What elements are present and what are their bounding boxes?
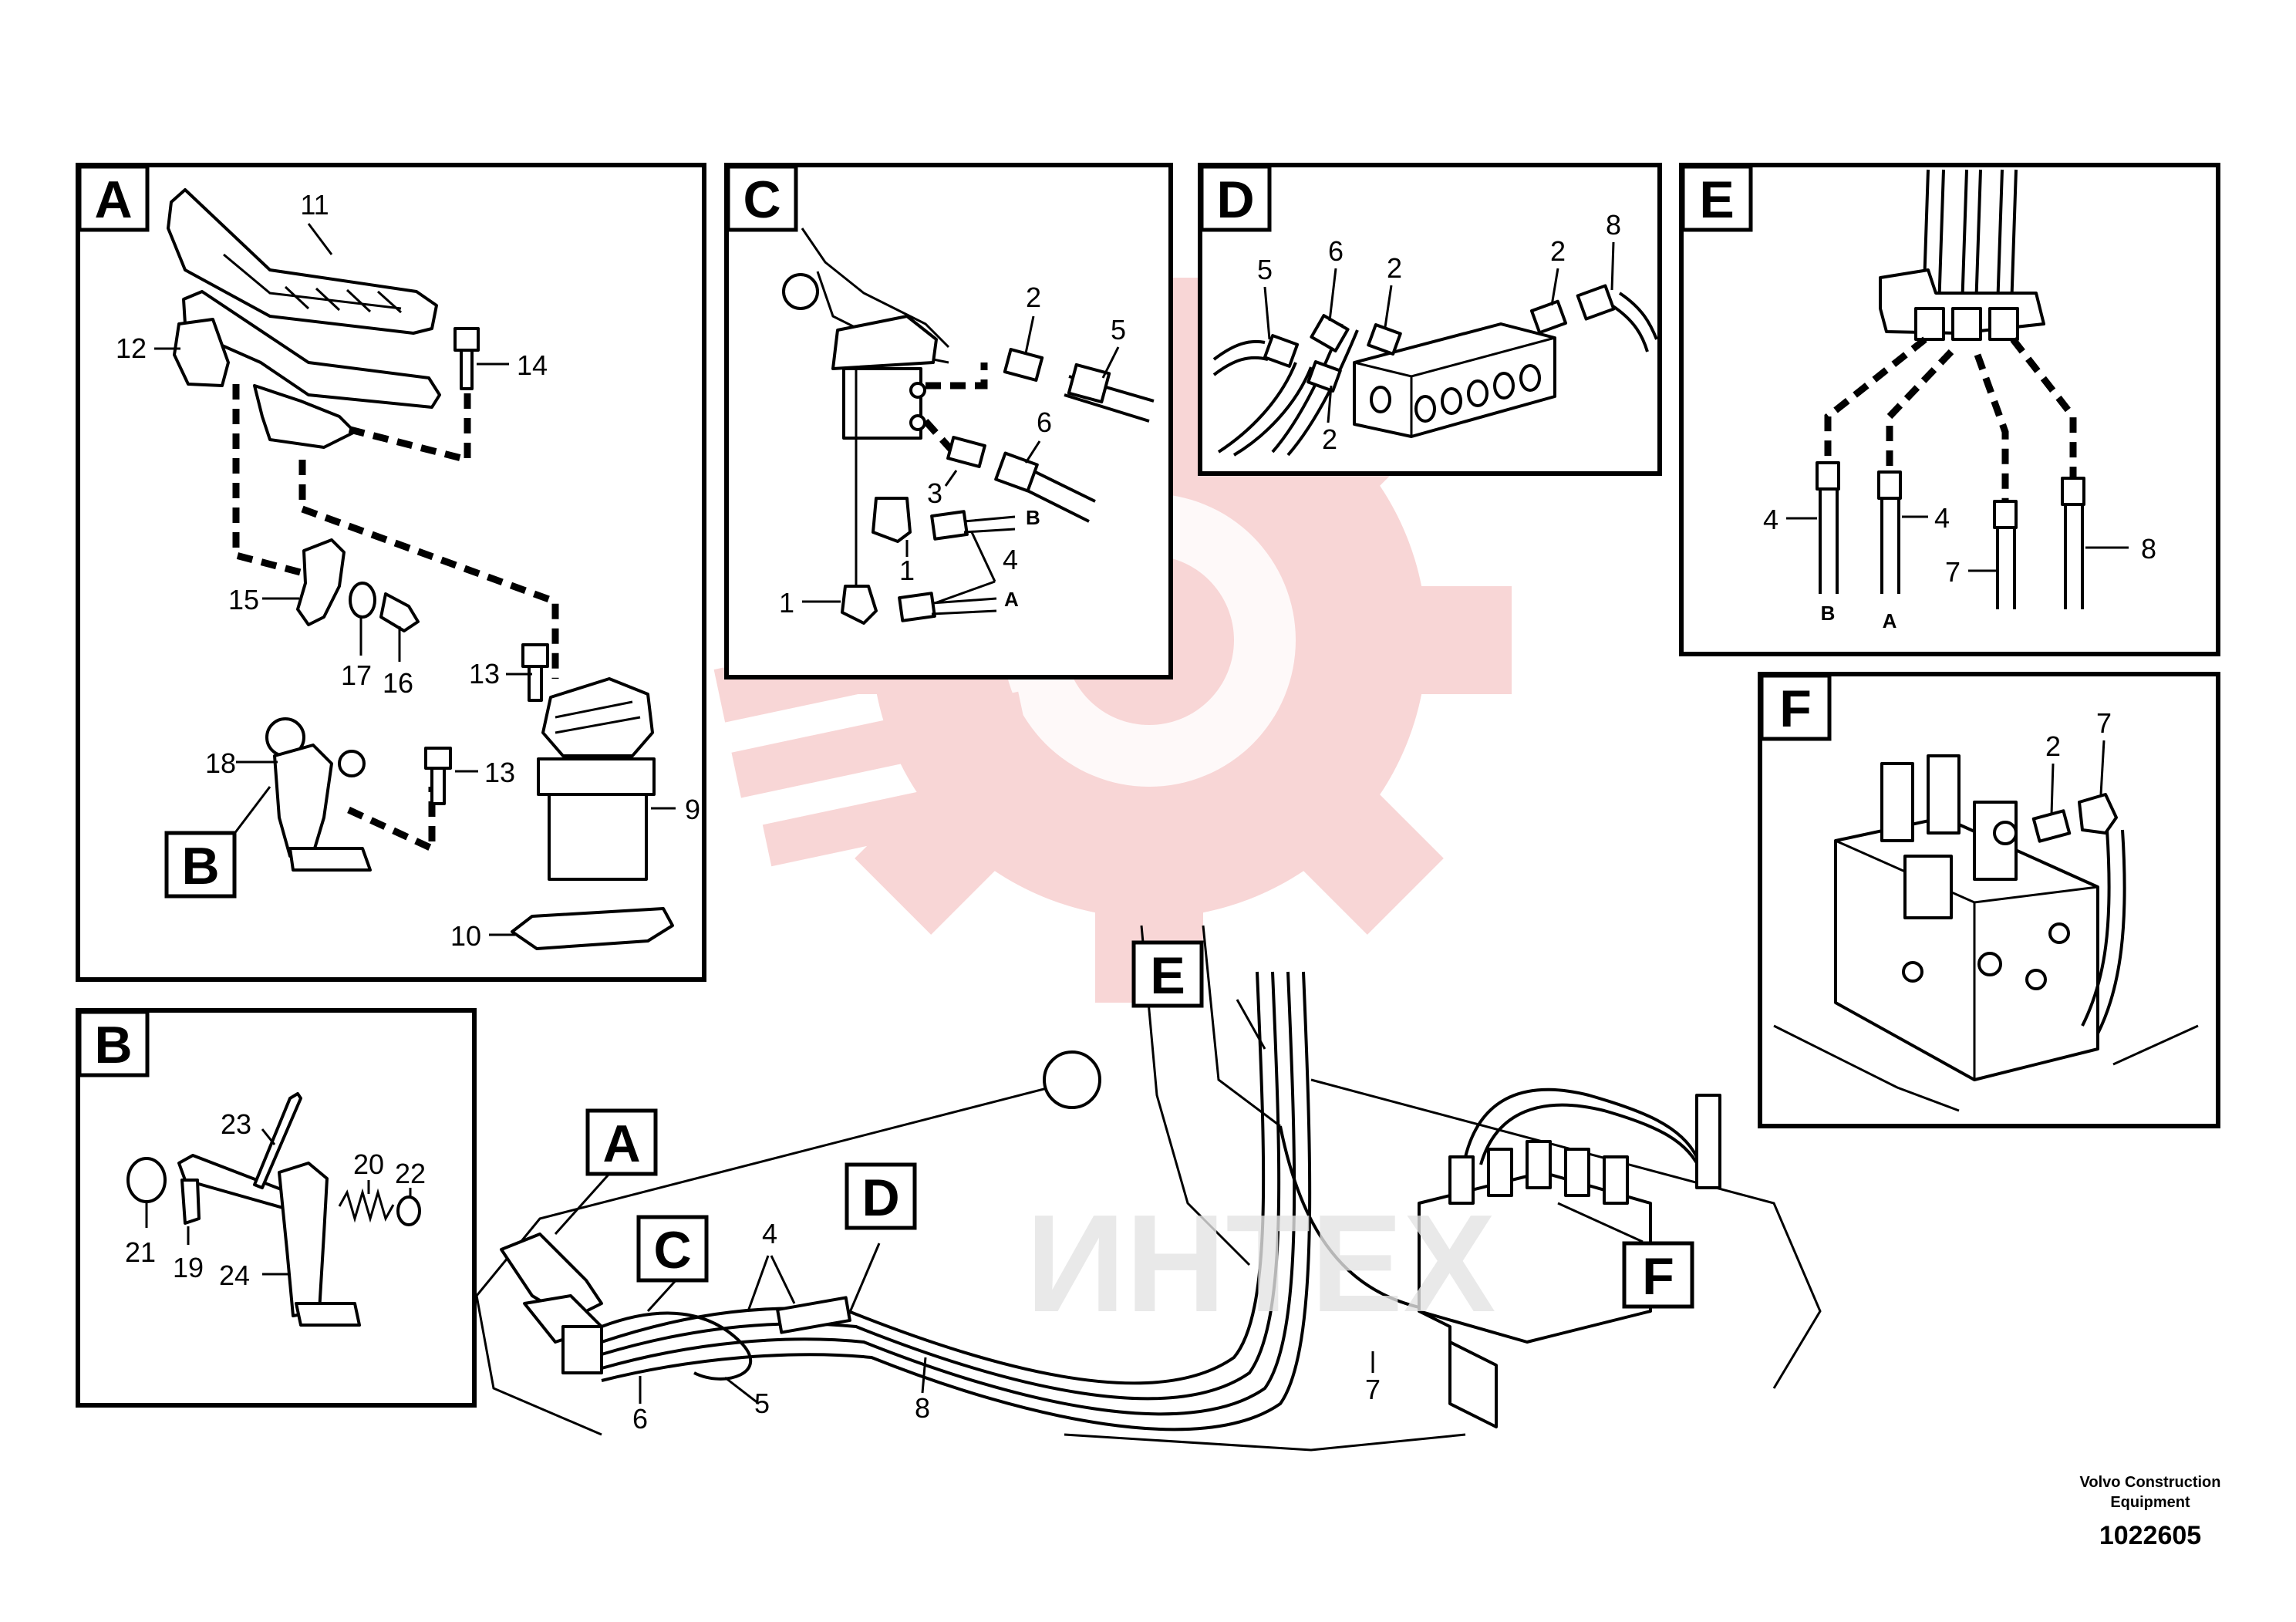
callout-e-8: 8 [2141,533,2156,565]
bolt-14 [453,327,480,390]
callout-main-7: 7 [1365,1374,1381,1405]
hose-4-a [1877,470,1902,594]
callout-14: 14 [517,349,548,381]
callout-f-7: 7 [2096,707,2112,739]
callout-18: 18 [205,747,236,779]
callout-d-8: 8 [1606,209,1621,241]
callout-f-2: 2 [2045,730,2061,762]
company-line-2: Equipment [2110,1494,2190,1511]
detail-letter-d: D [1216,170,1254,229]
detail-ref-a: A [602,1114,640,1173]
callout-16: 16 [383,667,413,699]
drawing-number: 1022605 [2099,1521,2201,1550]
callout-c-6: 6 [1037,406,1052,438]
callout-19: 19 [173,1252,204,1283]
company-line-1: Volvo Construction [2080,1474,2221,1491]
callout-22: 22 [395,1158,426,1189]
callout-c-2: 2 [1026,282,1041,313]
detail-letter-a: A [94,170,132,229]
detail-ref-e: E [1150,946,1185,1005]
callout-main-8: 8 [915,1392,930,1424]
callout-c-5: 5 [1111,314,1126,346]
callout-d-6: 6 [1328,235,1344,267]
callout-13-upper: 13 [469,658,500,690]
detail-letter-c: C [743,170,781,229]
callout-17: 17 [341,659,372,691]
main-assembly-view: 4 6 5 8 7 A C D E F [475,925,1822,1452]
hose-4-b [1816,461,1840,594]
detail-ref-c: C [653,1221,691,1280]
callout-e-4-left: 4 [1763,504,1778,535]
callout-11: 11 [300,189,329,221]
travel-pedal [167,188,441,409]
detail-ref-b: B [181,837,219,895]
watermark-text: ИНТЕХ [1026,1186,1495,1341]
callout-21: 21 [125,1236,156,1268]
distribution-block [1353,322,1556,438]
detail-panel-a: A [76,163,706,982]
detail-panel-c: C 2 [724,163,1173,679]
port-label-a: A [1004,588,1019,611]
callout-d-2-top: 2 [1387,252,1402,284]
callout-e-4-right: 4 [1934,502,1950,534]
callout-c-1-upper: 1 [899,555,915,586]
control-valve-main [1418,1140,1652,1344]
callout-20: 20 [353,1148,384,1180]
main-control-valve [1773,754,2199,1112]
detail-letter-b: B [94,1016,132,1074]
hose-8 [2061,477,2085,609]
callout-9: 9 [685,794,700,825]
callout-c-1-lower: 1 [779,587,794,619]
callout-d-5: 5 [1257,254,1273,285]
detail-panel-e: E [1679,163,2220,656]
pilot-valve-9 [537,677,656,881]
port-label-b: B [1026,506,1040,529]
callout-23: 23 [221,1108,251,1140]
port-label-e-a: A [1883,609,1897,632]
callout-24: 24 [219,1259,250,1291]
detail-panel-f: F 2 7 [1758,672,2220,1128]
callout-d-2-right: 2 [1550,235,1566,267]
callout-e-7: 7 [1945,556,1961,588]
detail-panel-d: D 5 6 2 2 2 [1198,163,1662,476]
detail-panel-b: B 23 21 19 20 22 24 [76,1008,477,1408]
port-label-e-b: B [1821,602,1836,625]
callout-main-4: 4 [762,1218,777,1249]
detail-letter-e: E [1699,170,1734,229]
linkage-18 [265,717,372,872]
callout-main-5: 5 [754,1388,770,1419]
detail-ref-d: D [861,1168,899,1227]
callout-15: 15 [228,584,259,615]
callout-main-6: 6 [632,1403,648,1435]
detail-letter-f: F [1779,679,1812,738]
callout-10: 10 [450,920,481,952]
detail-ref-f: F [1642,1247,1674,1306]
callout-12: 12 [116,332,147,364]
callout-c-4: 4 [1003,544,1018,575]
callout-c-3: 3 [927,477,942,509]
callout-d-2-bottom: 2 [1322,423,1337,455]
hose-7 [1993,500,2018,609]
callout-13-lower: 13 [484,757,515,788]
